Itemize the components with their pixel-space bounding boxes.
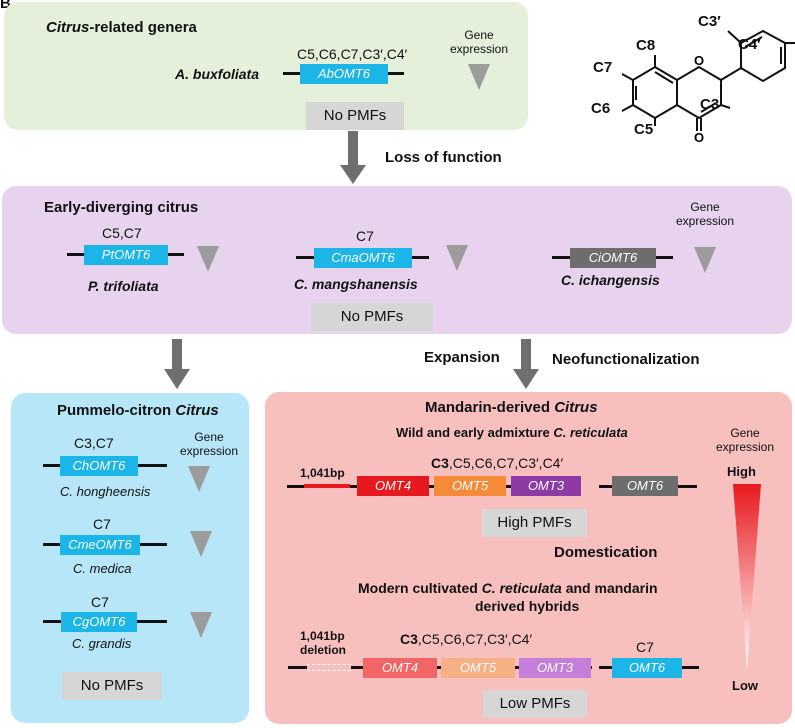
left-panel-title: Pummelo-citron Citrus — [57, 402, 219, 419]
top-gene-expression: Gene expression — [449, 28, 509, 56]
pt-species: P. trifoliata — [88, 278, 159, 294]
gene-chomt6: ChOMT6 — [60, 456, 138, 476]
bottom-positions-row: C3,C5,C6,C7,C3′,C4′ — [400, 631, 533, 647]
ring-oxygen-label: O — [694, 53, 704, 68]
gene-abomt6: AbOMT6 — [300, 64, 388, 84]
gene-omt3-top: OMT3 — [511, 476, 581, 496]
gene-cmaomt6: CmaOMT6 — [314, 248, 412, 268]
gene-ptomt6: PtOMT6 — [84, 245, 168, 265]
carbonyl-oxygen-label: O — [694, 130, 704, 145]
label-c6: C6 — [591, 100, 611, 117]
gene-omt5-bottom: OMT5 — [441, 658, 515, 678]
right-panel-title: Mandarin-derived Citrus — [425, 399, 598, 416]
ch-species: C. hongheensis — [60, 484, 151, 499]
gene-omt5-top: OMT5 — [434, 476, 506, 496]
pt-positions: C5,C7 — [102, 225, 142, 241]
bp-bottom-label: 1,041bp — [300, 629, 345, 643]
expression-triangle-icon — [694, 247, 716, 273]
expression-triangle-icon — [190, 612, 212, 638]
bp-deletion-label: deletion — [300, 643, 347, 657]
cme-positions: C7 — [93, 516, 111, 532]
high-pmf-label: High PMFs — [482, 509, 587, 537]
gene-line — [288, 666, 592, 669]
bp-deletion-region — [307, 664, 351, 671]
gene-omt6-top: OMT6 — [612, 476, 678, 496]
top-panel — [4, 2, 528, 130]
modern-subtitle-line1: Modern cultivated C. reticulata and mand… — [358, 580, 658, 596]
expression-triangle-icon — [190, 531, 212, 557]
low-pmf-label: Low PMFs — [483, 690, 587, 718]
cme-species: C. medica — [73, 561, 132, 576]
cma-species: C. mangshanensis — [294, 276, 418, 292]
top-positions-row: C3,C5,C6,C7,C3′,C4′ — [431, 455, 564, 471]
left-panel — [11, 393, 249, 723]
middle-gene-expression: Gene expression — [675, 200, 735, 228]
bottom-omt6-position: C7 — [636, 639, 654, 655]
cg-positions: C7 — [91, 594, 109, 610]
expansion-label: Expansion — [424, 349, 500, 366]
panel-label: B — [0, 0, 11, 12]
expression-triangle-icon — [188, 466, 210, 492]
gene-ciomt6: CiOMT6 — [570, 248, 656, 268]
bp-region-top — [304, 484, 350, 488]
top-positions: C5,C6,C7,C3′,C4′ — [297, 46, 408, 62]
modern-subtitle-line2: derived hybrids — [475, 598, 580, 614]
middle-pmf-label: No PMFs — [311, 303, 433, 331]
label-c8: C8 — [636, 37, 656, 54]
label-c5: C5 — [634, 121, 654, 138]
cma-positions: C7 — [356, 228, 374, 244]
gene-cmeomt6: CmeOMT6 — [60, 535, 140, 555]
left-gene-expression: Gene expression — [179, 430, 239, 458]
gene-omt3-bottom: OMT3 — [519, 658, 591, 678]
label-c4p: C4′ — [738, 36, 761, 53]
gene-omt4-top: OMT4 — [357, 476, 429, 496]
cg-species: C. grandis — [72, 636, 132, 651]
expression-triangle-icon — [468, 64, 490, 90]
expression-triangle-icon — [446, 245, 468, 271]
expression-low-label: Low — [732, 678, 758, 693]
wild-subtitle: Wild and early admixture C. reticulata — [396, 425, 628, 440]
top-panel-title: Citrus-related genera — [46, 19, 197, 36]
expression-triangle-icon — [197, 246, 219, 272]
ch-positions: C3,C7 — [74, 435, 114, 451]
neofunctionalization-label: Neofunctionalization — [552, 351, 700, 368]
label-c3p: C3′ — [698, 13, 721, 30]
gene-cgomt6: CgOMT6 — [61, 612, 137, 632]
top-pmf-label: No PMFs — [306, 102, 404, 130]
expression-high-label: High — [727, 464, 756, 479]
domestication-label: Domestication — [554, 544, 658, 561]
gene-omt6-bottom: OMT6 — [612, 658, 682, 678]
ci-species: C. ichangensis — [561, 272, 660, 288]
gene-omt4-bottom: OMT4 — [363, 658, 437, 678]
left-pmf-label: No PMFs — [62, 672, 162, 700]
right-gene-expression: Gene expression — [715, 426, 775, 454]
bp-top-label: 1,041bp — [300, 466, 345, 480]
top-species: A. buxfoliata — [175, 66, 260, 82]
label-c7: C7 — [593, 59, 613, 76]
label-c3: C3 — [700, 96, 720, 113]
middle-panel-title: Early-diverging citrus — [44, 199, 199, 216]
loss-of-function-label: Loss of function — [385, 149, 502, 166]
